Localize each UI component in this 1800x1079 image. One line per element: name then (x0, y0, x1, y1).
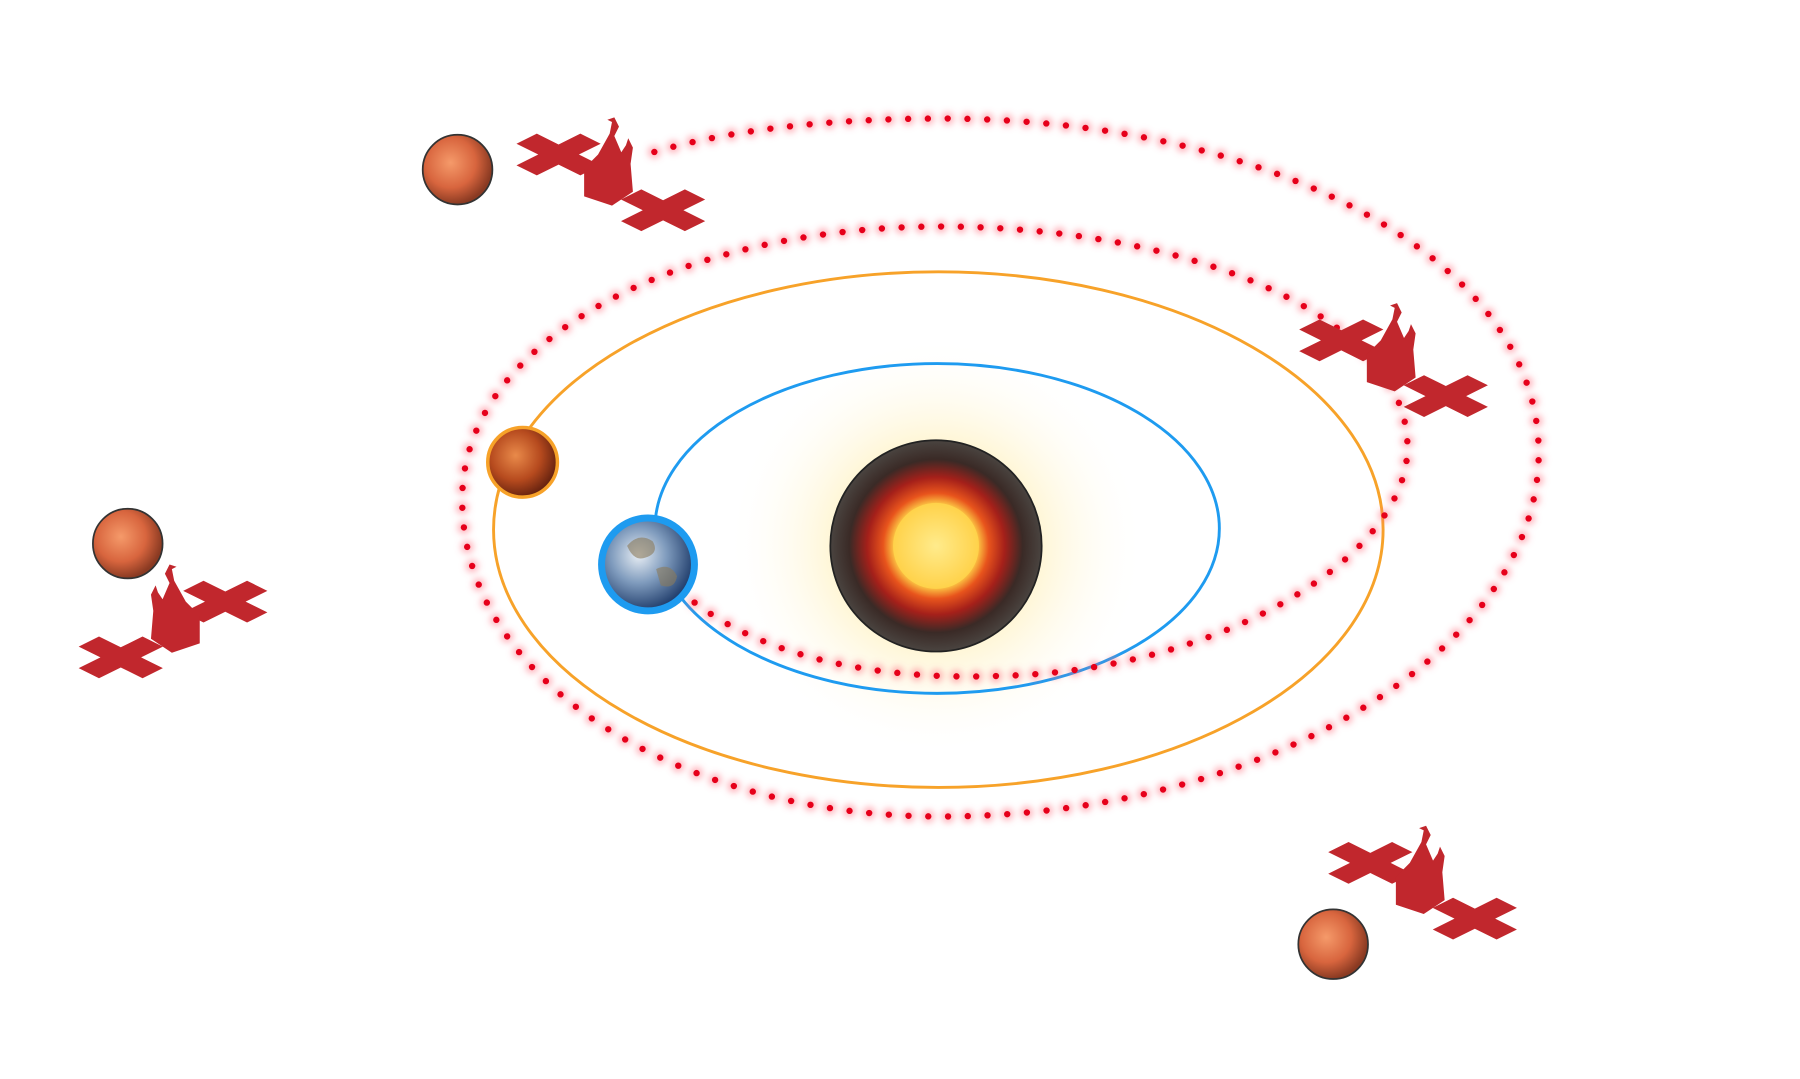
venus-icon (486, 425, 560, 499)
earth (598, 514, 698, 615)
sun (726, 336, 1146, 755)
sun-core (893, 502, 979, 589)
mars-icon (92, 507, 164, 580)
mars-icon (421, 133, 494, 206)
mars-icon (1297, 908, 1369, 980)
venus-orbit (492, 270, 1385, 789)
spacecraft-icon (57, 564, 289, 689)
spacecraft-trajectory (455, 112, 1546, 823)
spacecraft-icon (1277, 303, 1509, 428)
earth-icon (598, 514, 698, 615)
